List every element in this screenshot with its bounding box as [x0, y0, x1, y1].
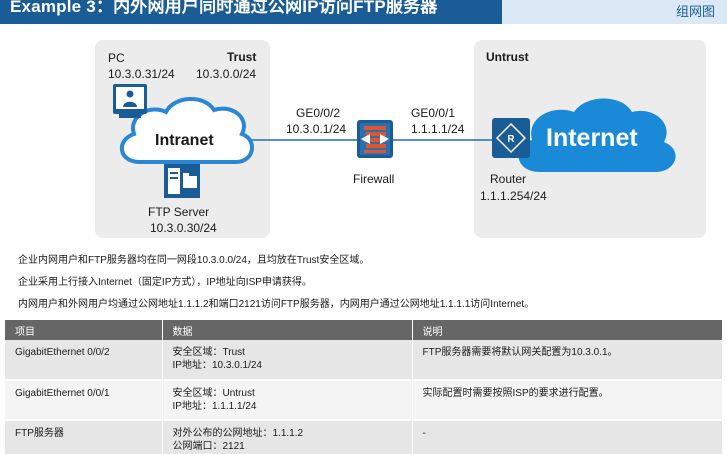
- internet-label: Internet: [546, 124, 638, 152]
- table-cell-data-line: 对外公布的公网地址：1.1.1.2: [172, 428, 304, 439]
- table-header-item: 项目: [5, 320, 163, 340]
- table-cell-note: -: [412, 420, 723, 454]
- router-icon: R: [492, 118, 530, 158]
- server-icon: [164, 164, 200, 198]
- table-cell-data-line: 公网端口：2121: [172, 441, 245, 452]
- note-2: 企业采用上行接入Internet（固定IP方式），IP地址向ISP申请获得。: [18, 277, 312, 288]
- table-cell-item: GigabitEthernet 0/0/2: [5, 340, 163, 381]
- table-cell-data-line: IP地址：1.1.1.1/24: [172, 401, 257, 412]
- pc-icon: [113, 84, 147, 118]
- svg-text:R: R: [507, 134, 515, 145]
- table-cell-note: 实际配置时需要按照ISP的要求进行配置。: [412, 380, 723, 421]
- trust-zone-subnet: 10.3.0.0/24: [196, 67, 257, 81]
- intranet-label: Intranet: [155, 132, 214, 149]
- table-row: GigabitEthernet 0/0/1 安全区域：Untrust IP地址：…: [5, 380, 723, 421]
- table-cell-data: 对外公布的公网地址：1.1.1.2 公网端口：2121: [162, 420, 413, 454]
- table-header-note: 说明: [412, 320, 723, 340]
- table-cell-data-line: 安全区域：Trust: [172, 347, 245, 358]
- intranet-cloud-icon: [120, 96, 254, 164]
- header-bar: Example 3：内外网用户同时通过公网IP访问FTP服务器: [0, 0, 502, 24]
- ge001-label: GE0/0/1: [411, 106, 456, 120]
- note-1: 企业内网用户和FTP服务器均在同一网段10.3.0.0/24，且均放在Trust…: [18, 255, 370, 266]
- pc-label: PC: [108, 51, 125, 65]
- table-header-row: 项目 数据 说明: [5, 320, 723, 340]
- ftp-server-label: FTP Server: [148, 205, 210, 219]
- firewall-icon: [357, 120, 393, 158]
- table-row: FTP服务器 对外公布的公网地址：1.1.1.2 公网端口：2121 -: [5, 420, 723, 454]
- table-cell-item: GigabitEthernet 0/0/1: [5, 380, 163, 421]
- router-ip: 1.1.1.254/24: [480, 189, 547, 203]
- table-cell-note: FTP服务器需要将默认网关配置为10.3.0.1。: [412, 340, 723, 381]
- ge002-ip: 10.3.0.1/24: [286, 122, 347, 136]
- note-3: 内网用户和外网用户均通过公网地址1.1.1.2和端口2121访问FTP服务器，内…: [18, 299, 535, 310]
- table-cell-data: 安全区域：Trust IP地址：10.3.0.1/24: [162, 340, 413, 381]
- internet-cloud-icon: [518, 98, 676, 172]
- ge002-label: GE0/0/2: [296, 106, 341, 120]
- ftp-server-ip: 10.3.0.30/24: [150, 221, 217, 235]
- table-row: GigabitEthernet 0/0/2 安全区域：Trust IP地址：10…: [5, 340, 723, 381]
- table-cell-data-line: IP地址：10.3.0.1/24: [172, 360, 263, 371]
- pc-ip: 10.3.0.31/24: [108, 67, 175, 81]
- untrust-zone-label: Untrust: [486, 50, 529, 64]
- table-cell-data-line: 安全区域：Untrust: [172, 388, 255, 399]
- header-tag-area: 组网图: [502, 0, 727, 24]
- table-header-data: 数据: [162, 320, 413, 340]
- table-cell-item: FTP服务器: [5, 420, 163, 454]
- config-table: 项目 数据 说明 GigabitEthernet 0/0/2 安全区域：Trus…: [5, 320, 723, 454]
- header-tag: 组网图: [675, 4, 715, 19]
- router-label: Router: [490, 172, 527, 186]
- page-title: Example 3：内外网用户同时通过公网IP访问FTP服务器: [10, 0, 438, 16]
- table-cell-data: 安全区域：Untrust IP地址：1.1.1.1/24: [162, 380, 413, 421]
- trust-zone-label: Trust: [227, 50, 257, 64]
- topology-diagram: R: [113, 84, 676, 198]
- firewall-label: Firewall: [353, 172, 395, 186]
- ge001-ip: 1.1.1.1/24: [411, 122, 465, 136]
